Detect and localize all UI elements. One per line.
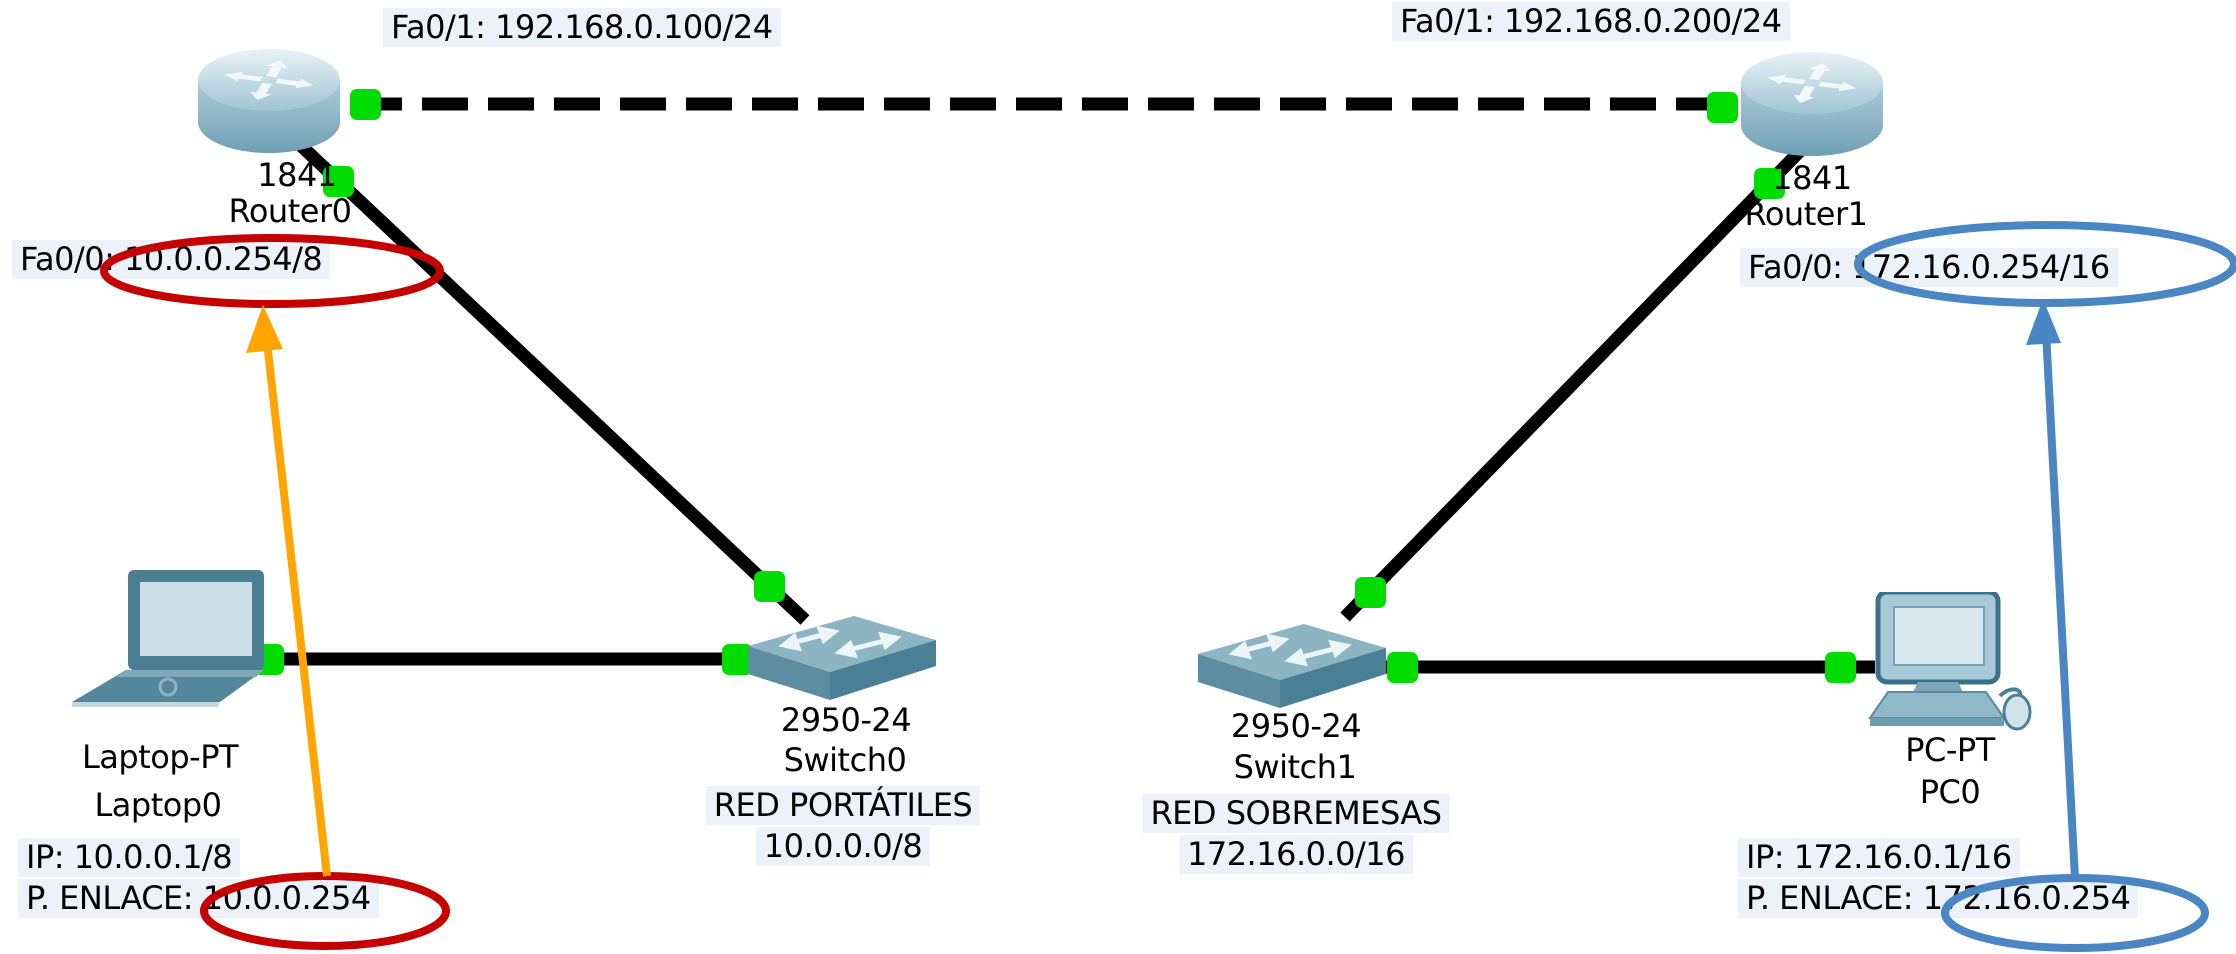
device-router0[interactable] <box>195 42 343 166</box>
laptop0-model-label: Laptop-PT <box>81 738 239 776</box>
laptop0-note: IP: 10.0.0.1/8 P. ENLACE: 10.0.0.254 <box>18 838 379 919</box>
switch0-note: RED PORTÁTILES 10.0.0.0/8 <box>705 786 981 867</box>
pc0-model-label: PC-PT <box>1905 731 1995 769</box>
switch1-model-label: 2950-24 <box>1230 707 1362 745</box>
pc0-name-label: PC0 <box>1919 773 1981 811</box>
router1-fa01-label: Fa0/1: 192.168.0.200/24 <box>1392 2 1790 42</box>
pc0-note: IP: 172.16.0.1/16 P. ENLACE: 172.16.0.25… <box>1738 838 2139 919</box>
switch0-name-label: Switch0 <box>783 741 907 779</box>
router1-fa00-label: Fa0/0: 172.16.0.254/16 <box>1740 248 2118 288</box>
laptop0-ip-label: IP: 10.0.0.1/8 <box>18 838 241 878</box>
switch1-note-line2: 172.16.0.0/16 <box>1178 835 1414 875</box>
router1-model-label: 1841 <box>1772 159 1852 197</box>
device-switch0[interactable] <box>748 610 936 706</box>
laptop0-gateway-label: P. ENLACE: 10.0.0.254 <box>18 879 379 919</box>
status-light <box>1707 92 1738 123</box>
pc0-gateway-label: P. ENLACE: 172.16.0.254 <box>1738 879 2139 919</box>
laptop0-name-label: Laptop0 <box>94 786 222 824</box>
status-light <box>722 644 753 675</box>
status-light <box>754 571 785 602</box>
device-laptop0[interactable] <box>72 570 268 712</box>
router-icon <box>198 49 340 153</box>
switch1-note-line1: RED SOBREMESAS <box>1142 794 1450 834</box>
status-light <box>1355 577 1386 608</box>
router-icon <box>1741 52 1883 156</box>
device-switch1[interactable] <box>1198 618 1386 714</box>
pc0-ip-label: IP: 172.16.0.1/16 <box>1738 838 2020 878</box>
device-router1[interactable] <box>1738 45 1886 169</box>
link-router1-switch1[interactable] <box>1340 146 1805 622</box>
router0-fa01-label: Fa0/1: 192.168.0.100/24 <box>383 8 781 48</box>
laptop-icon <box>72 570 264 707</box>
link-router0-switch0[interactable] <box>290 135 810 625</box>
router1-name-label: Router1 <box>1744 195 1868 233</box>
router0-name-label: Router0 <box>228 192 352 230</box>
status-light <box>350 89 381 120</box>
status-light <box>1387 652 1418 683</box>
switch0-model-label: 2950-24 <box>780 701 912 739</box>
status-light <box>1825 652 1856 683</box>
switch-icon <box>1198 624 1386 708</box>
switch-icon <box>748 616 936 700</box>
switch0-note-line2: 10.0.0.0/8 <box>755 827 931 867</box>
desktop-pc-icon <box>1868 589 2032 731</box>
switch1-name-label: Switch1 <box>1233 748 1357 786</box>
router0-fa00-label: Fa0/0: 10.0.0.254/8 <box>12 240 331 280</box>
switch1-note: RED SOBREMESAS 172.16.0.0/16 <box>1142 794 1450 875</box>
switch0-note-line1: RED PORTÁTILES <box>705 786 981 826</box>
status-light <box>1754 168 1785 199</box>
status-light <box>323 166 354 197</box>
router0-model-label: 1841 <box>257 156 337 194</box>
device-pc0[interactable] <box>1860 589 2035 741</box>
